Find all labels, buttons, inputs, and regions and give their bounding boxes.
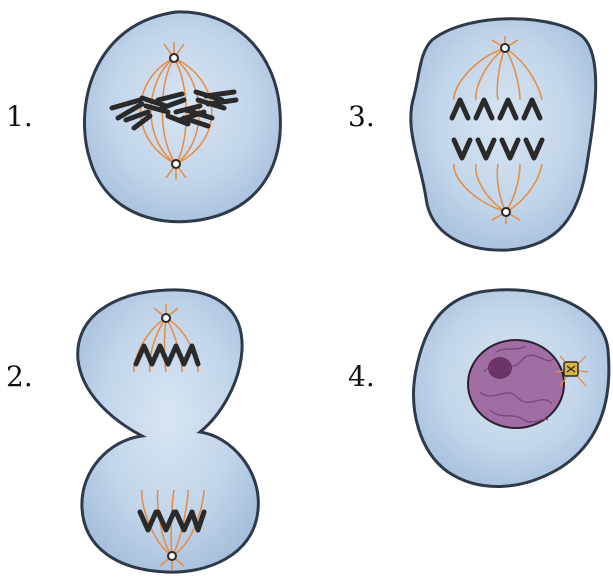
cell-3-centriole-bottom xyxy=(502,208,510,216)
cell-1-centriole-top xyxy=(170,54,178,62)
label-2: 2. xyxy=(6,360,33,393)
cell-2-centriole-top xyxy=(162,314,170,322)
cell-2-telophase xyxy=(78,290,259,572)
label-1: 1. xyxy=(6,100,33,133)
cell-1-metaphase xyxy=(84,12,280,222)
cell-4-nucleolus xyxy=(488,357,512,379)
cell-3-anaphase xyxy=(411,19,596,250)
cell-4-interphase xyxy=(414,290,609,487)
label-4: 4. xyxy=(348,360,375,393)
cell-1-centriole-bottom xyxy=(172,160,180,168)
cell-4-nucleus xyxy=(468,340,564,428)
cell-3-centriole-top xyxy=(501,44,509,52)
label-3: 3. xyxy=(348,100,375,133)
cell-2-centriole-bottom xyxy=(168,552,176,560)
